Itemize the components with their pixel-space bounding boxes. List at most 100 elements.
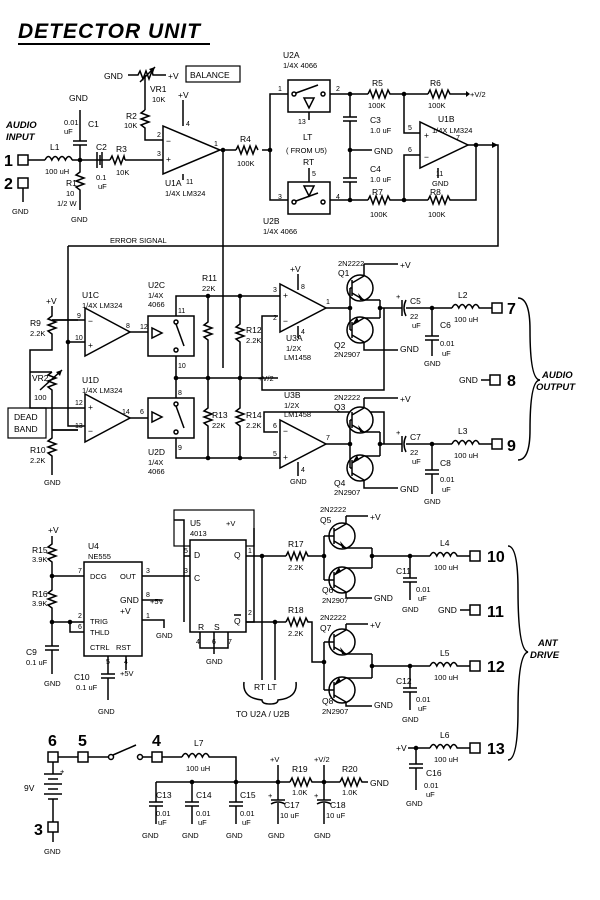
svg-text:GND: GND — [44, 478, 61, 487]
svg-text:GND: GND — [120, 595, 139, 605]
svg-text:+: + — [88, 340, 93, 350]
transistor-q2: Q2 2N2907 GND — [334, 316, 419, 359]
resistor-r14: R14 2.2K — [233, 375, 262, 461]
svg-text:1.0 uF: 1.0 uF — [370, 126, 392, 135]
resistor-r1: R1 10 1/2 W GND — [57, 160, 88, 224]
opamp-u1d: U1D 1/4X LM324 + − 12 13 14 — [29, 372, 132, 444]
terminal-8: GND 8 — [459, 373, 516, 390]
svg-text:8: 8 — [146, 592, 150, 599]
svg-text:11: 11 — [178, 308, 185, 315]
svg-text:C1: C1 — [88, 119, 99, 129]
svg-text:RST: RST — [116, 643, 131, 652]
svg-text:22K: 22K — [202, 284, 215, 293]
svg-text:C18: C18 — [330, 800, 346, 810]
svg-text:2.2K: 2.2K — [30, 329, 45, 338]
svg-text:GND: GND — [459, 375, 478, 385]
svg-text:R15: R15 — [32, 545, 48, 555]
inductor-l6: L6 100 uH — [434, 730, 458, 764]
capacitor-c5: + C5 22 uF — [394, 292, 421, 330]
inductor-l5: L5 100 uH — [429, 648, 470, 682]
svg-text:R8: R8 — [430, 187, 441, 197]
terminal-11: GND 11 — [438, 604, 504, 621]
balance-pot-vr1: GND +V VR1 10K — [104, 66, 179, 110]
switch-u2d: U2D 1/4X 4066 6 8 9 — [140, 390, 195, 476]
svg-text:22: 22 — [410, 448, 418, 457]
capacitor-c1: GND 0.01 uF C1 — [64, 93, 99, 163]
svg-text:3: 3 — [278, 194, 282, 201]
svg-text:U2A: U2A — [283, 50, 300, 60]
svg-text:2: 2 — [157, 132, 161, 139]
timer-u4: U4 NE555 DCG OUT TRIG THLD CTRL RST 7 3 … — [78, 541, 150, 666]
svg-text:C9: C9 — [26, 647, 37, 657]
svg-text:100K: 100K — [368, 101, 386, 110]
svg-text:2: 2 — [336, 86, 340, 93]
svg-text:uF: uF — [418, 594, 427, 603]
capacitor-c14: C14 0.01 uF GND — [182, 782, 212, 840]
svg-text:5: 5 — [408, 125, 412, 132]
svg-text:0.01: 0.01 — [440, 475, 455, 484]
svg-text:Q1: Q1 — [338, 268, 350, 278]
switch-u2c: U2C 1/4X 4066 12 11 10 — [140, 280, 195, 370]
svg-text:R13: R13 — [212, 410, 228, 420]
svg-text:Q4: Q4 — [334, 478, 346, 488]
svg-text:4: 4 — [152, 733, 161, 750]
svg-text:TRIG: TRIG — [90, 617, 108, 626]
capacitor-c12: C12 0.01 uF GND — [396, 663, 431, 724]
svg-text:10K: 10K — [152, 95, 165, 104]
svg-text:GND: GND — [374, 593, 393, 603]
dead-band-label: DEAD BAND — [7, 407, 47, 439]
svg-text:11: 11 — [436, 171, 443, 178]
svg-text:0.1: 0.1 — [96, 173, 106, 182]
svg-text:2N2907: 2N2907 — [322, 596, 348, 605]
svg-text:13: 13 — [298, 119, 306, 126]
svg-text:5: 5 — [184, 548, 188, 555]
svg-text:C5: C5 — [410, 296, 421, 306]
transistor-q8: Q8 2N2907 GND — [322, 676, 393, 716]
svg-text:U3B: U3B — [284, 390, 301, 400]
svg-text:3: 3 — [273, 287, 277, 294]
svg-text:U1C: U1C — [82, 290, 99, 300]
svg-text:6: 6 — [408, 147, 412, 154]
svg-text:C4: C4 — [370, 164, 381, 174]
svg-text:+: + — [283, 452, 288, 462]
svg-text:Q: Q — [234, 616, 241, 626]
transistor-q5: 2N2222 Q5 +V — [320, 505, 381, 550]
inductor-l7: L7 100 uH — [156, 738, 237, 783]
terminal-6: 6 — [47, 733, 59, 763]
svg-text:GND: GND — [104, 71, 123, 81]
svg-text:1: 1 — [146, 613, 150, 620]
svg-text:12: 12 — [487, 659, 505, 676]
svg-text:R1: R1 — [66, 178, 77, 188]
svg-text:0.01: 0.01 — [416, 695, 431, 704]
svg-text:6: 6 — [273, 423, 277, 430]
svg-text:C12: C12 — [396, 676, 412, 686]
svg-text:6: 6 — [78, 624, 82, 631]
svg-text:7: 7 — [228, 639, 232, 646]
svg-text:RT LT: RT LT — [254, 682, 277, 692]
audio-output-brace — [517, 297, 541, 461]
svg-text:THLD: THLD — [90, 628, 110, 637]
page-title: DETECTOR UNIT — [18, 20, 202, 43]
svg-text:22: 22 — [410, 312, 418, 321]
capacitor-c8: C8 0.01 uF GND — [424, 441, 455, 506]
svg-text:+: + — [283, 290, 288, 300]
svg-text:8: 8 — [178, 390, 182, 397]
svg-text:6: 6 — [48, 733, 57, 750]
svg-text:C17: C17 — [284, 800, 300, 810]
svg-text:+V: +V — [120, 606, 131, 616]
svg-text:0.01: 0.01 — [440, 339, 455, 348]
svg-text:GND: GND — [374, 146, 393, 156]
svg-text:RT: RT — [303, 157, 314, 167]
svg-text:3: 3 — [34, 822, 43, 839]
svg-text:R12: R12 — [246, 325, 262, 335]
svg-text:+V: +V — [396, 743, 407, 753]
svg-text:−: − — [283, 316, 288, 326]
svg-text:+V: +V — [178, 90, 189, 100]
inductor-l4: L4 100 uH — [429, 538, 470, 572]
svg-text:−: − — [166, 136, 171, 146]
capacitor-c9: C9 0.1 uF GND — [26, 632, 61, 688]
svg-text:13: 13 — [487, 741, 505, 758]
terminal-5: 5 — [77, 733, 89, 763]
svg-text:100 uH: 100 uH — [434, 755, 458, 764]
svg-text:0.01: 0.01 — [64, 118, 79, 127]
